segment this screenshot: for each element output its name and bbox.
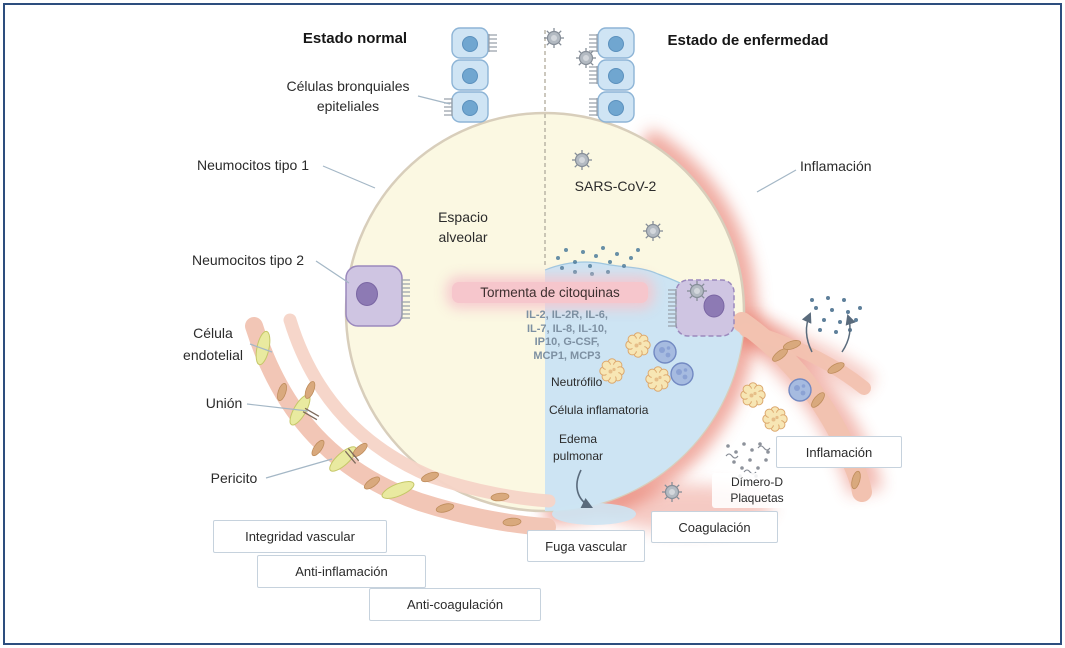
cilia-icon bbox=[488, 33, 498, 53]
normal-state-title: Estado normal bbox=[302, 30, 408, 47]
box-inflammation: Inflamación bbox=[776, 436, 902, 468]
cytokine-storm-label: Tormenta de citoquinas bbox=[480, 285, 620, 300]
label-d-dimer-platelets: Dímero-D Plaquetas bbox=[712, 473, 802, 509]
label-bronchial-epithelial-cells: Células bronquiales epiteliales bbox=[286, 78, 410, 115]
cytokine-dots bbox=[556, 246, 640, 276]
label-junction: Unión bbox=[205, 395, 243, 411]
virus-icon bbox=[543, 27, 565, 49]
virus-icon bbox=[571, 149, 593, 171]
virus-icon bbox=[661, 481, 683, 503]
escaping-cytokine-dots bbox=[806, 296, 862, 334]
label-neutrophil: Neutrófilo bbox=[551, 375, 603, 389]
label-d-dimer: Dímero-D bbox=[730, 475, 783, 489]
inflammatory-cell-icon bbox=[788, 378, 812, 402]
label-pneumocyte-type-1: Neumocitos tipo 1 bbox=[196, 157, 310, 173]
neutrophil-icon bbox=[645, 366, 671, 392]
label-inflammation-pointer: Inflamación bbox=[800, 158, 872, 174]
inflammatory-cell-icon bbox=[653, 340, 677, 364]
cilia-icon bbox=[443, 97, 453, 117]
label-alveolar-space: Espacio alveolar bbox=[438, 209, 488, 246]
label-pericyte: Pericito bbox=[210, 470, 258, 486]
flow-arrows bbox=[801, 312, 856, 353]
virus-icon bbox=[642, 220, 664, 242]
cilia-icon bbox=[588, 65, 598, 85]
junction-marks bbox=[302, 407, 360, 464]
virus-icon bbox=[575, 47, 597, 69]
cytokine-line: IL-7, IL-8, IL-10, bbox=[526, 322, 608, 335]
box-vascular-integrity: Integridad vascular bbox=[213, 520, 387, 553]
pneumocyte2-cell-normal bbox=[345, 265, 411, 327]
label-endothelial-cell: Célula endotelial bbox=[183, 325, 243, 363]
cilia-icon bbox=[588, 97, 598, 117]
cytokine-list: IL-2, IL-2R, IL-6, IL-7, IL-8, IL-10, IP… bbox=[492, 309, 642, 363]
pneumocyte2-cell-infected bbox=[667, 279, 735, 337]
edema-arrow bbox=[576, 469, 594, 509]
bronchial-epithelial-cells bbox=[443, 27, 635, 123]
label-platelets: Plaquetas bbox=[730, 490, 784, 505]
label-sars-cov-2: SARS-CoV-2 bbox=[574, 178, 657, 194]
inflammatory-cell-icon bbox=[670, 362, 694, 386]
label-inflammatory-cell: Célula inflamatoria bbox=[549, 403, 649, 417]
label-pneumocyte-type-2: Neumocitos tipo 2 bbox=[191, 252, 305, 268]
vascular-leak-fluid bbox=[552, 503, 636, 525]
label-pulmonary-edema: Edema pulmonar bbox=[552, 432, 604, 463]
disease-state-title: Estado de enfermedad bbox=[667, 32, 829, 49]
neutrophil-icon bbox=[762, 406, 788, 432]
cytokine-line: MCP1, MCP3 bbox=[533, 349, 601, 362]
virus-icon bbox=[686, 280, 708, 302]
box-anti-inflammation: Anti-inflamación bbox=[257, 555, 426, 588]
neutrophil-icon bbox=[740, 382, 766, 408]
box-vascular-leak: Fuga vascular bbox=[527, 530, 645, 562]
box-anti-coagulation: Anti-coagulación bbox=[369, 588, 541, 621]
cytokine-storm-highlight: Tormenta de citoquinas bbox=[452, 282, 648, 303]
pointer-lines bbox=[246, 95, 797, 479]
cytokine-line: IP10, G-CSF, bbox=[534, 336, 600, 348]
cytokine-line: IL-2, IL-2R, IL-6, bbox=[526, 309, 608, 321]
cilia-icon bbox=[588, 33, 598, 53]
box-coagulation: Coagulación bbox=[651, 511, 778, 543]
